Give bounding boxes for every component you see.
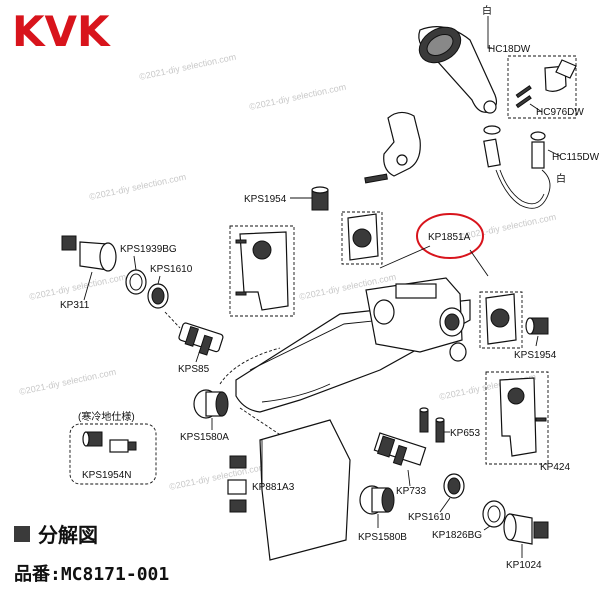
section-title: 分解図 [38,523,98,547]
kp733-part [373,432,427,466]
title-square-icon [14,526,30,542]
kp881a3-cover [227,419,351,561]
holder-plate [555,59,577,79]
kps1580b-part [359,485,395,515]
screw [515,95,532,109]
model-number: 品番:MC8171-001 [14,564,169,585]
label-kps85: KPS85 [178,364,210,375]
brand-logo: KVK [12,7,111,56]
kp1851a-highlight-circle [416,213,484,259]
label-kps1954n: KPS1954N [82,470,131,481]
label-kps1954-right: KPS1954 [514,350,557,361]
label-kps1580b: KPS1580B [358,532,407,543]
watermark-text: ©2021-diy selection.com [18,367,117,397]
label-kp653: KP653 [450,428,480,439]
label-kp1851a: KP1851A [428,232,471,243]
label-hc115dw: HC115DW [552,152,600,163]
label-kp733: KP733 [396,486,426,497]
handle-screw [364,173,388,184]
lever-handle [383,111,421,177]
label-kp311: KP311 [60,300,90,311]
label-kps1939bg: KPS1939BG [120,244,177,255]
kp311-part [61,235,117,272]
label-kp1024: KP1024 [506,560,542,571]
label-white-right: 白 [556,172,566,185]
kp1024-part [503,513,549,545]
label-kp881a3: KP881A3 [252,482,295,493]
shower-head [418,26,498,114]
kps1954n-part [82,431,137,453]
watermark-text: ©2021-diy selection.com [248,82,347,112]
cold-region-box [69,423,157,485]
label-kp424: KP424 [540,462,570,473]
label-kps1610-bottom: KPS1610 [408,512,451,523]
kps85-part [178,322,224,356]
kp653-part [419,407,445,443]
cold-region-note: (寒冷地仕様) [78,410,135,423]
watermark-text: ©2021-diy selection.com [138,52,237,82]
shower-hose [483,125,551,209]
screw [515,85,532,99]
watermark-text: ©2021-diy selection.com [458,212,557,242]
main-valve-body [219,277,471,449]
kps1580a-part [193,389,229,419]
watermark-text: ©2021-diy selection.com [28,272,127,302]
watermark-text: ©2021-diy selection.com [88,172,187,202]
label-kps1954-top: KPS1954 [244,194,287,205]
label-hc976dw: HC976DW [536,107,584,118]
label-kp1826bg: KP1826BG [432,530,482,541]
label-kps1580a: KPS1580A [180,432,229,443]
label-hc18dw: HC18DW [488,44,531,55]
label-white-top: 白 [482,4,492,17]
label-kps1610-left: KPS1610 [150,264,193,275]
